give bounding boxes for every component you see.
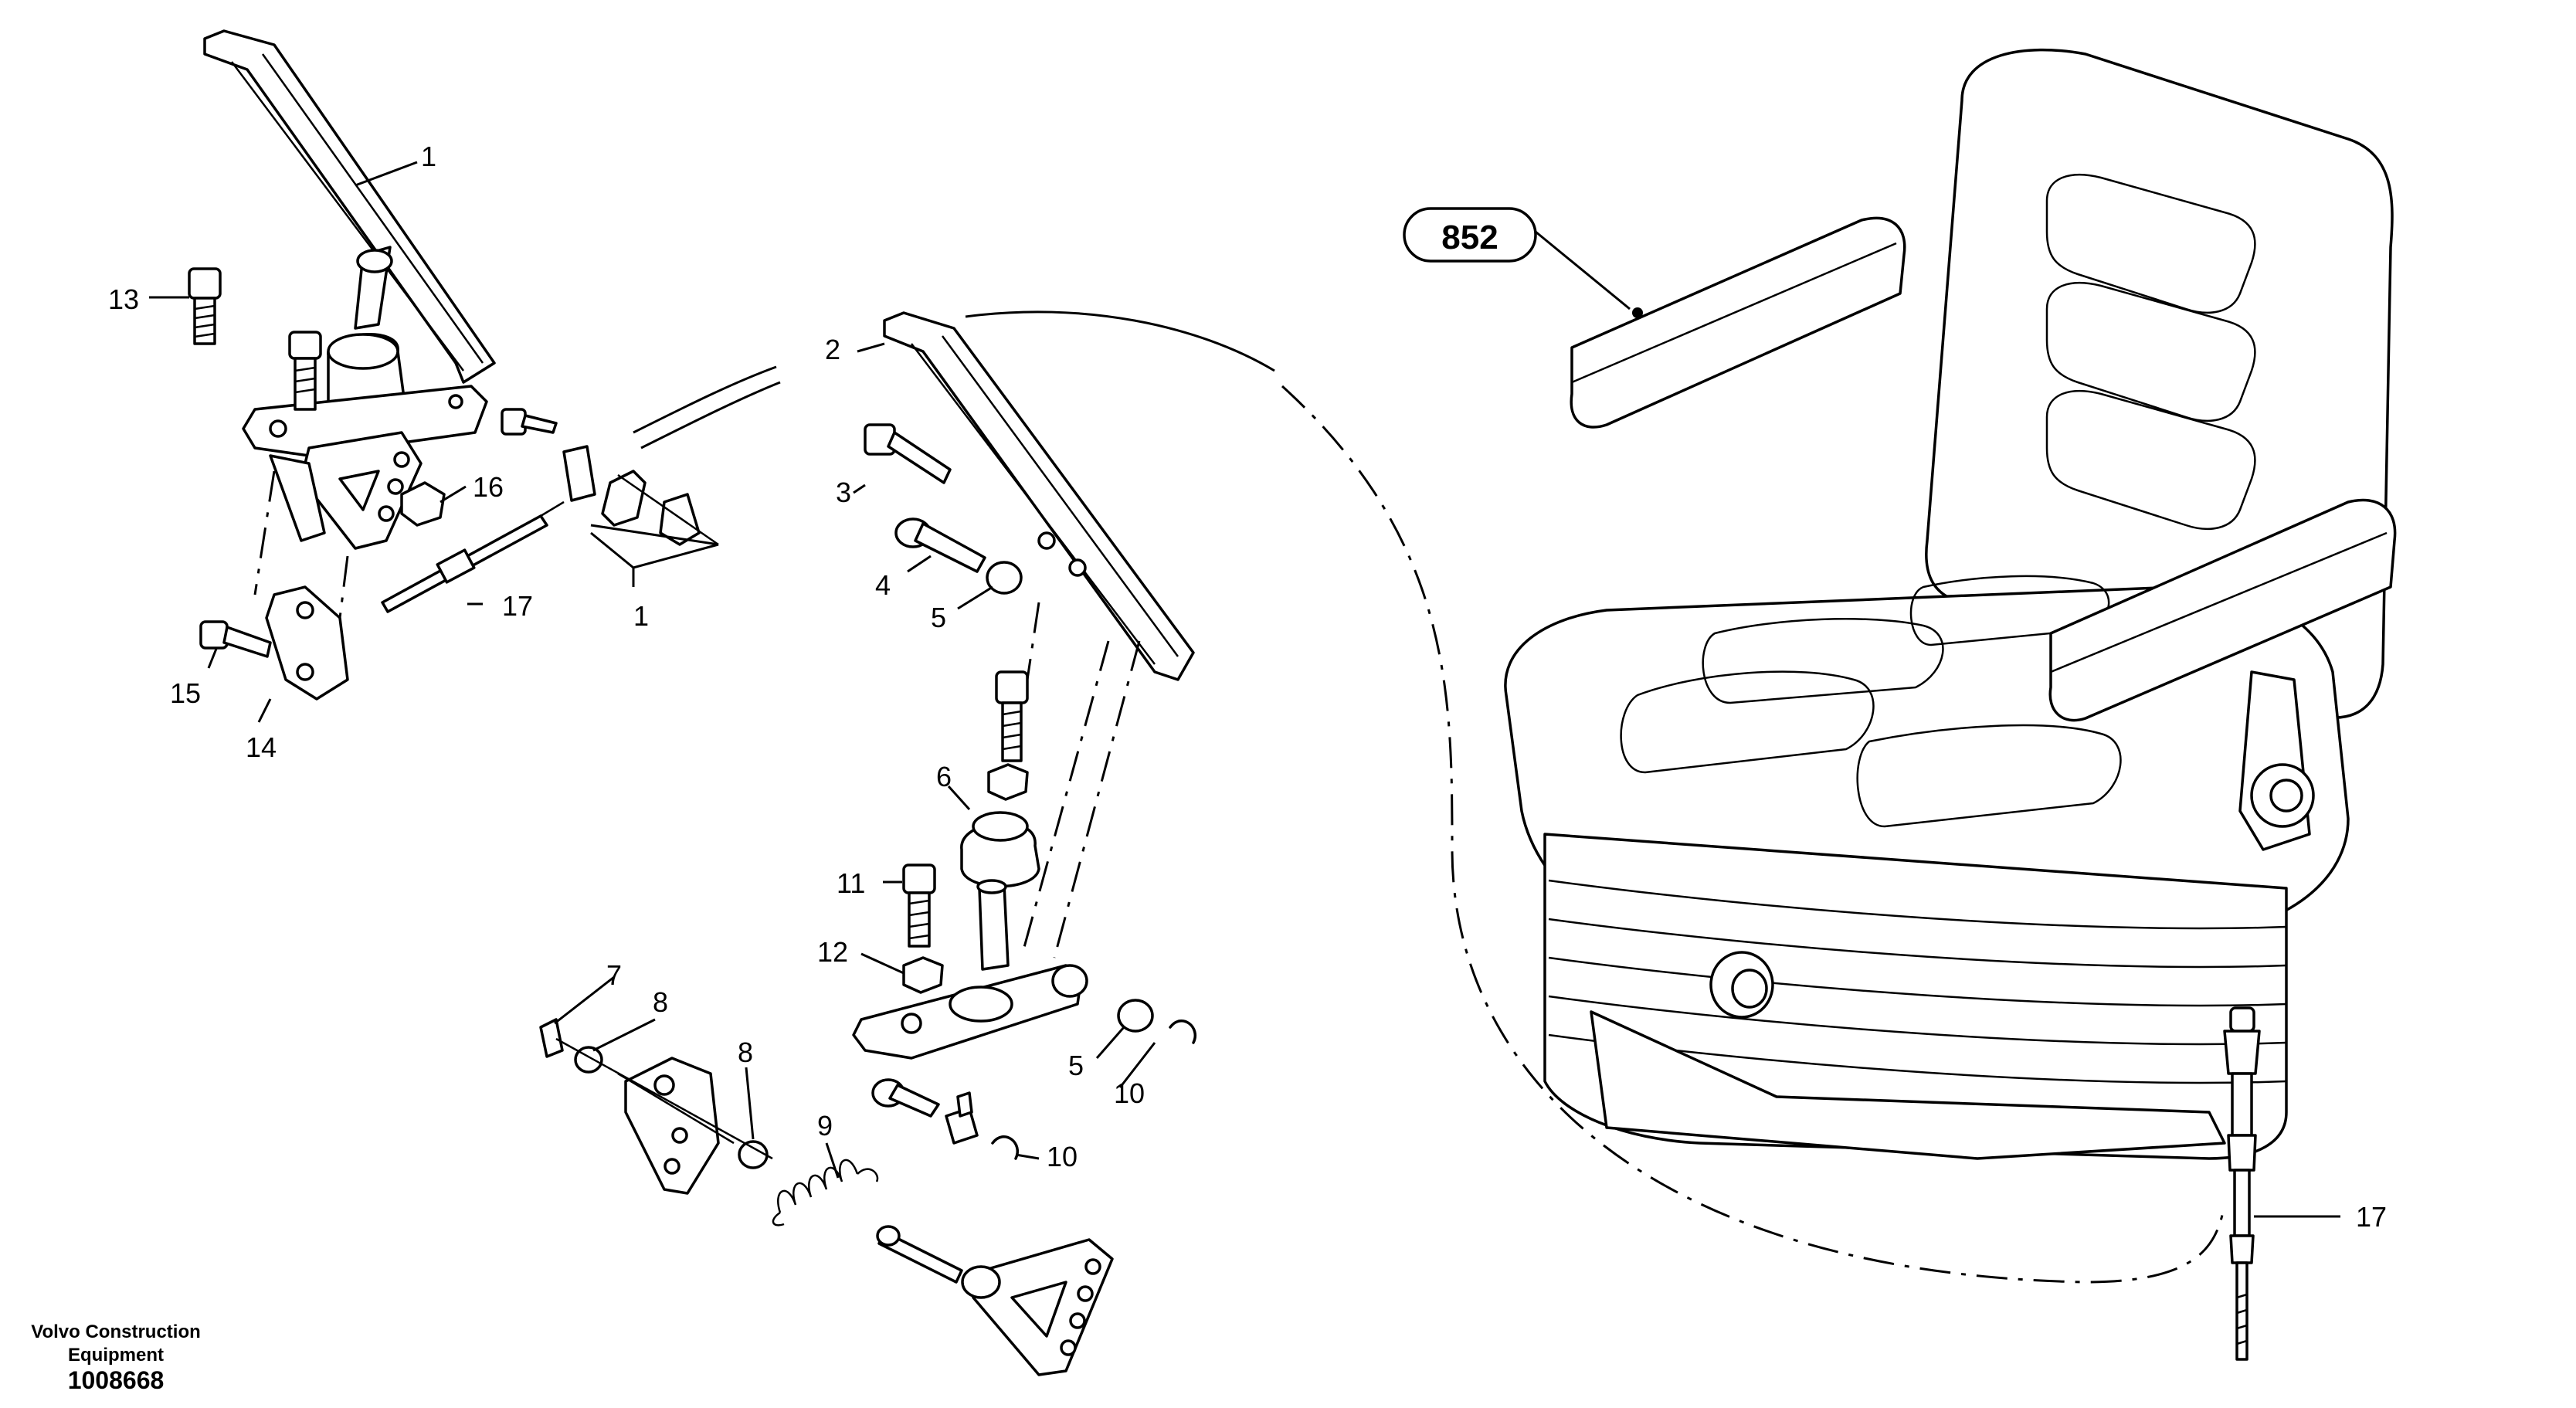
leader-lines <box>149 161 2340 1218</box>
label-17-rod: 17 <box>502 590 533 622</box>
label-6: 6 <box>936 761 952 792</box>
label-1-clips: 1 <box>633 600 649 632</box>
left-pedal-assembly <box>188 29 781 701</box>
bottom-linkage <box>539 1018 1114 1376</box>
label-17-seat-cable: 17 <box>2356 1201 2387 1233</box>
footer-company-line2: Equipment <box>68 1345 164 1366</box>
label-10-right: 10 <box>1114 1077 1145 1109</box>
label-10-lower: 10 <box>1047 1141 1078 1172</box>
label-7: 7 <box>606 959 622 991</box>
label-16: 16 <box>473 471 504 503</box>
cable-upper <box>965 310 1275 372</box>
label-5-lower: 5 <box>1068 1050 1084 1081</box>
footer-company-line1: Volvo Construction <box>31 1321 201 1342</box>
operator-seat <box>1504 48 2397 1160</box>
label-8-left: 8 <box>653 986 668 1018</box>
callout-labels: 1 13 16 17 1 15 14 2 3 4 5 6 11 12 5 10 … <box>108 141 2387 1233</box>
center-pedal-assembly <box>852 311 1196 1160</box>
label-14: 14 <box>246 731 277 763</box>
reference-number: 852 <box>1441 219 1498 256</box>
label-3: 3 <box>836 477 851 508</box>
footer: Volvo Construction Equipment 1008668 <box>31 1321 201 1394</box>
footer-drawing-number: 1008668 <box>68 1366 165 1394</box>
label-4: 4 <box>875 569 891 601</box>
cable-route-dashed <box>1281 385 2226 1284</box>
label-1-pedal: 1 <box>421 141 436 172</box>
label-5-upper: 5 <box>931 602 946 633</box>
label-11: 11 <box>837 867 865 899</box>
label-13: 13 <box>108 283 139 315</box>
label-12: 12 <box>817 936 848 968</box>
label-2: 2 <box>825 334 840 365</box>
label-8-right: 8 <box>738 1036 753 1068</box>
seat-cable-17 <box>2223 1006 2261 1361</box>
label-9: 9 <box>817 1110 833 1142</box>
label-15: 15 <box>170 677 201 709</box>
reference-callout-852: 852 <box>1403 207 1537 263</box>
